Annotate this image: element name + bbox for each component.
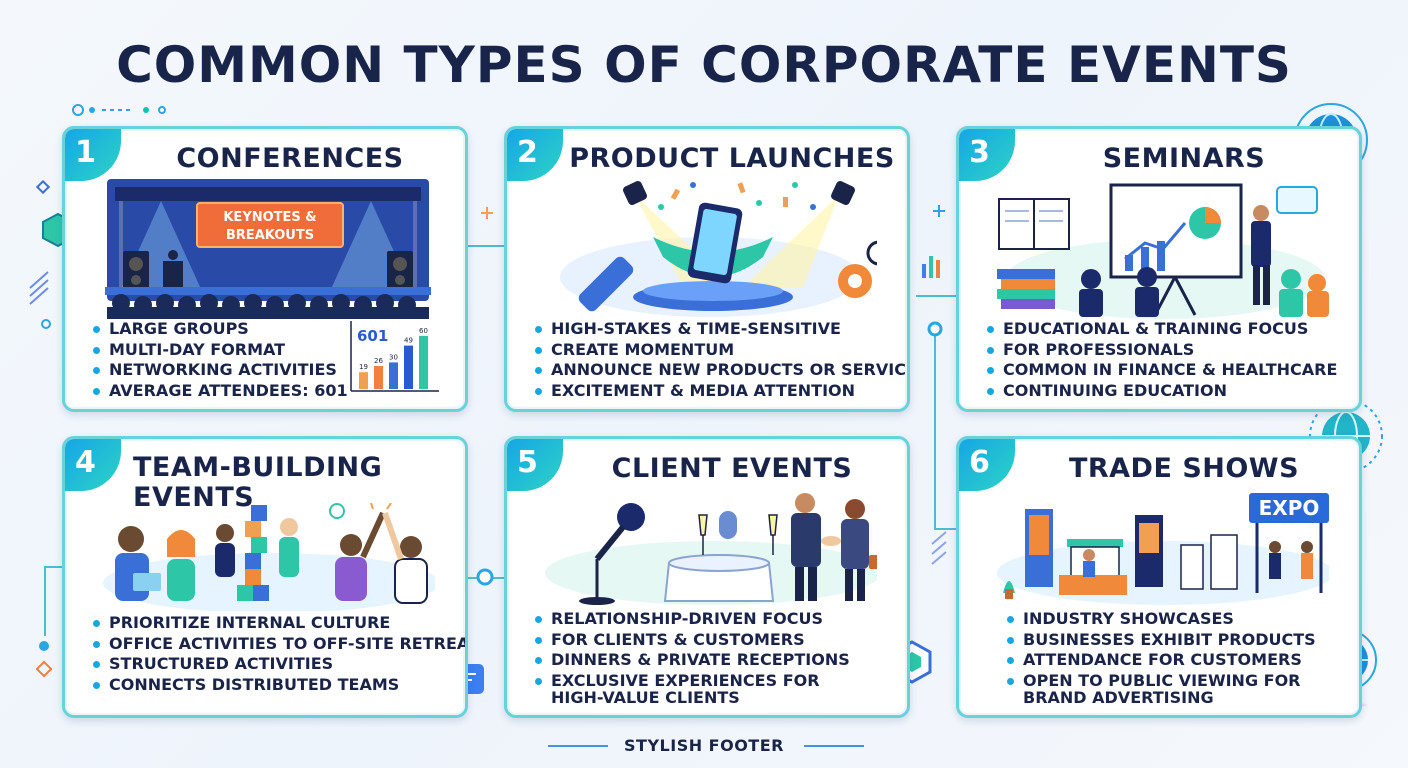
bullet-item: ANNOUNCE NEW PRODUCTS OR SERVICES xyxy=(535,360,907,381)
team-illustration xyxy=(103,503,435,611)
ring-icon xyxy=(476,568,494,586)
card-number-badge: 3 xyxy=(959,129,1015,181)
footer: STYLISH FOOTER xyxy=(624,736,784,755)
card-title-line: TEAM-BUILDING xyxy=(133,452,383,483)
expo-sign: EXPO xyxy=(1259,496,1320,520)
mini-chart-label: 601 xyxy=(357,327,388,345)
mini-chart-bar xyxy=(404,345,413,389)
bullet-item-continuation: HIGH-VALUE CLIENTS xyxy=(551,688,740,707)
mini-chart-bar xyxy=(359,372,368,389)
bullet-item: DINNERS & PRIVATE RECEPTIONS xyxy=(535,650,850,671)
plus-icon xyxy=(481,207,493,219)
footer-divider xyxy=(548,745,608,747)
bullet-item: CONTINUING EDUCATION xyxy=(987,381,1337,402)
card-number-badge: 2 xyxy=(507,129,563,181)
card-seminars[interactable]: 3 SEMINARS EDUCATIONAL & TRAINING FOCUS … xyxy=(956,126,1362,412)
card-title: TRADE SHOWS xyxy=(1068,453,1300,484)
connector-line xyxy=(916,295,958,297)
card-title-line: EVENTS xyxy=(133,482,255,513)
mini-chart-value: 60 xyxy=(419,327,428,335)
bullet-list: EDUCATIONAL & TRAINING FOCUS FOR PROFESS… xyxy=(987,319,1337,401)
mini-chart-bar xyxy=(389,362,398,389)
bullet-item: FOR CLIENTS & CUSTOMERS xyxy=(535,630,850,651)
seminar-illustration xyxy=(997,183,1329,319)
card-product-launches[interactable]: 2 PRODUCT LAUNCHES HIGH-STAKES & TIME-SE… xyxy=(504,126,910,412)
bullet-item: INDUSTRY SHOWCASES xyxy=(1007,609,1316,630)
bullet-item: HIGH-STAKES & TIME-SENSITIVE xyxy=(535,319,907,340)
bullet-item: LARGE GROUPS xyxy=(93,319,348,340)
stripes-icon xyxy=(29,271,49,305)
bullet-list: HIGH-STAKES & TIME-SENSITIVE CREATE MOME… xyxy=(535,319,907,402)
stage-banner-2: BREAKOUTS xyxy=(226,228,314,243)
mini-chart-value: 30 xyxy=(389,353,398,361)
bullet-item: NETWORKING ACTIVITIES xyxy=(93,360,348,381)
bullet-list: INDUSTRY SHOWCASES BUSINESSES EXHIBIT PR… xyxy=(1007,609,1316,709)
bullet-list: RELATIONSHIP-DRIVEN FOCUS FOR CLIENTS & … xyxy=(535,609,850,709)
ring-icon xyxy=(41,319,51,329)
bullet-item: MULTI-DAY FORMAT xyxy=(93,340,348,361)
bullet-item: EDUCATIONAL & TRAINING FOCUS xyxy=(987,319,1337,340)
card-title: TEAM-BUILDING EVENTS xyxy=(133,453,455,513)
bullet-item: OPEN TO PUBLIC VIEWING FOR xyxy=(1007,671,1316,692)
bullet-item: EXCLUSIVE EXPERIENCES FOR xyxy=(535,671,850,692)
ring-icon xyxy=(927,321,943,337)
bullet-item: CREATE MOMENTUM xyxy=(535,340,907,361)
stage-illustration: KEYNOTES & BREAKOUTS xyxy=(105,179,431,319)
mini-bar-chart: 601 19 26 30 49 60 xyxy=(350,321,439,392)
card-title: CLIENT EVENTS xyxy=(611,453,853,484)
bullet-item: PRIORITIZE INTERNAL CULTURE xyxy=(93,613,465,634)
footer-divider xyxy=(804,745,864,747)
connector-line xyxy=(934,330,958,530)
card-title: PRODUCT LAUNCHES xyxy=(569,143,895,174)
expo-illustration: EXPO xyxy=(997,493,1329,605)
connector-line xyxy=(44,566,64,636)
bullet-item: BUSINESSES EXHIBIT PRODUCTS xyxy=(1007,630,1316,651)
bullet-list: PRIORITIZE INTERNAL CULTURE OFFICE ACTIV… xyxy=(93,613,465,696)
card-number-badge: 1 xyxy=(65,129,121,181)
card-title: SEMINARS xyxy=(1102,143,1266,174)
mini-chart-bar xyxy=(374,365,383,389)
bullet-item: OFFICE ACTIVITIES TO OFF-SITE RETREATS xyxy=(93,634,465,655)
launch-illustration xyxy=(560,181,877,317)
dots-icon xyxy=(72,104,166,116)
card-conferences[interactable]: 1 CONFERENCES KEYNOTES & BREAKOUTS LARGE… xyxy=(62,126,468,412)
bullet-item: AVERAGE ATTENDEES: 601 xyxy=(93,381,348,402)
plus-icon xyxy=(933,205,945,217)
bullet-item: CONNECTS DISTRIBUTED TEAMS xyxy=(93,675,465,696)
bullet-item: RELATIONSHIP-DRIVEN FOCUS xyxy=(535,609,850,630)
mini-chart-bar xyxy=(419,335,428,389)
diamond-icon xyxy=(36,180,50,194)
connector-line xyxy=(466,245,506,360)
card-number-badge: 4 xyxy=(65,439,121,491)
bullet-item: ATTENDANCE FOR CUSTOMERS xyxy=(1007,650,1316,671)
bullet-item: STRUCTURED ACTIVITIES xyxy=(93,654,465,675)
bullet-list: LARGE GROUPS MULTI-DAY FORMAT NETWORKING… xyxy=(93,319,348,401)
bullet-item: COMMON IN FINANCE & HEALTHCARE xyxy=(987,360,1337,381)
client-illustration xyxy=(545,493,877,605)
mini-chart-value: 26 xyxy=(374,357,383,365)
card-client-events[interactable]: 5 CLIENT EVENTS RELATIONSHIP-DRIVEN FOCU… xyxy=(504,436,910,718)
card-number-badge: 5 xyxy=(507,439,563,491)
card-team-building[interactable]: 4 TEAM-BUILDING EVENTS PRIORITIZE INTERN… xyxy=(62,436,468,718)
bullet-item: EXCITEMENT & MEDIA ATTENTION xyxy=(535,381,907,402)
stage-banner: KEYNOTES & xyxy=(223,210,316,225)
stripes-icon xyxy=(931,531,947,565)
mini-chart-value: 19 xyxy=(359,363,368,371)
card-title: CONFERENCES xyxy=(176,143,404,174)
dots-icon xyxy=(36,641,52,678)
card-number-badge: 6 xyxy=(959,439,1015,491)
page-title: COMMON TYPES OF CORPORATE EVENTS xyxy=(116,36,1292,94)
bar-chart-icon xyxy=(922,256,940,278)
card-trade-shows[interactable]: 6 TRADE SHOWS EXPO INDUSTRY SHOWCASES BU… xyxy=(956,436,1362,718)
bullet-item-continuation: BRAND ADVERTISING xyxy=(1023,688,1214,707)
mini-chart-value: 49 xyxy=(404,337,413,345)
bullet-item: FOR PROFESSIONALS xyxy=(987,340,1337,361)
